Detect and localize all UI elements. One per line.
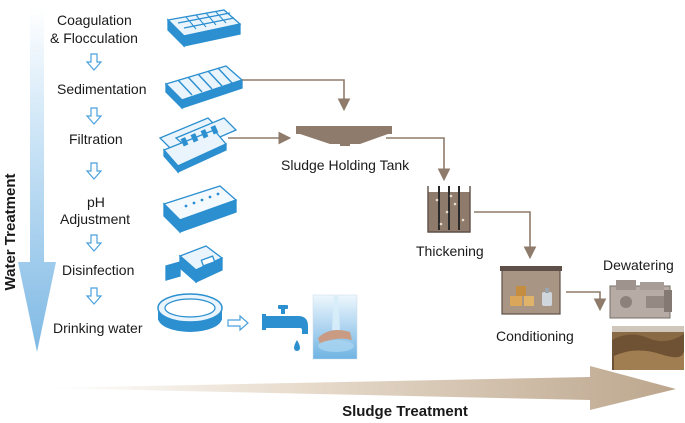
water-treatment-arrow xyxy=(18,8,56,352)
sludge-treatment-label: Sludge Treatment xyxy=(342,403,468,420)
step-arrow-1 xyxy=(85,53,103,71)
clarifier-icon xyxy=(296,126,392,146)
sludge-flow-lines xyxy=(228,79,607,312)
faucet-icon xyxy=(262,305,308,351)
label-ph-1: pH xyxy=(87,194,105,210)
conditioning-to-dewatering-line xyxy=(566,291,607,312)
conditioning-tank-icon xyxy=(500,266,562,315)
sludge-treatment-arrow xyxy=(46,366,676,410)
water-treatment-label: Water Treatment xyxy=(2,174,19,291)
ph-tank-icon xyxy=(162,185,238,234)
holding-to-thickener-line xyxy=(386,137,451,182)
step-arrow-5 xyxy=(85,287,103,305)
sedimentation-to-holding-line xyxy=(242,79,351,112)
label-coagulation-1: Coagulation xyxy=(57,12,132,28)
label-disinfection: Disinfection xyxy=(62,262,134,278)
step-arrow-3 xyxy=(85,162,103,180)
label-sludge-holding-tank: Sludge Holding Tank xyxy=(281,157,410,173)
filter-press-icon xyxy=(609,280,672,319)
thickener-to-conditioning-line xyxy=(474,211,537,260)
label-filtration: Filtration xyxy=(69,131,123,147)
coagulation-basin-icon xyxy=(166,9,242,48)
disinfection-unit-icon xyxy=(165,245,224,284)
label-drinking-water: Drinking water xyxy=(53,320,143,336)
to-faucet-arrow xyxy=(227,314,249,332)
label-coagulation-2: & Flocculation xyxy=(50,30,138,46)
sedimentation-tank-icon xyxy=(164,65,244,110)
step-arrow-2 xyxy=(85,107,103,125)
label-sedimentation: Sedimentation xyxy=(57,81,147,97)
reservoir-icon xyxy=(157,293,223,332)
filter-bed-icon xyxy=(158,117,238,174)
dewatered-sludge-photo xyxy=(612,326,684,370)
thickener-icon xyxy=(427,186,471,233)
label-conditioning: Conditioning xyxy=(496,328,574,344)
hand-water-photo xyxy=(312,294,358,360)
step-arrow-4 xyxy=(85,234,103,252)
label-dewatering: Dewatering xyxy=(603,257,674,273)
label-ph-2: Adjustment xyxy=(60,211,130,227)
step-arrows xyxy=(85,53,103,305)
label-thickening: Thickening xyxy=(416,243,484,259)
